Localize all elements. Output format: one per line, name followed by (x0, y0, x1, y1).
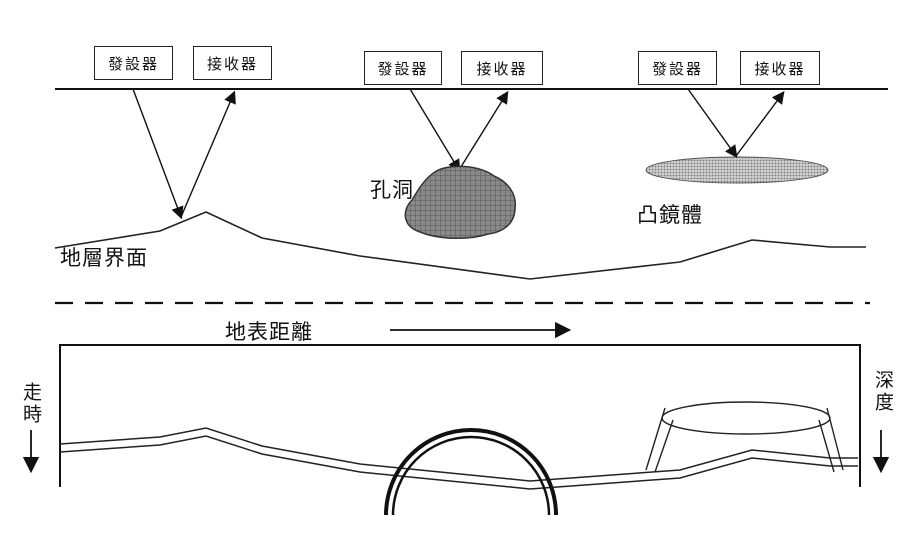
lens-body-shape (645, 156, 829, 184)
receiver-box-1: 接收器 (193, 46, 272, 80)
surface-distance-label: 地表距離 (225, 320, 313, 344)
cavity-diffraction-arcs (384, 428, 558, 516)
transmitter-box-1: 發設器 (94, 46, 173, 80)
ray-path-interface (132, 88, 236, 220)
cavity-shape (404, 165, 516, 240)
ray-path-cavity (409, 88, 509, 173)
transmitter-box-3: 發設器 (638, 51, 717, 85)
receiver-box-2: 接收器 (461, 51, 543, 85)
receiver-box-3: 接收器 (740, 51, 820, 85)
section-frame (59, 344, 861, 487)
section-interface-lines (59, 427, 858, 490)
depth-label: 深度 (872, 370, 894, 414)
transmitter-box-2: 發設器 (364, 51, 442, 85)
ray-path-lens (687, 88, 785, 159)
lens-body-label: 凸鏡體 (637, 203, 703, 227)
interface-label: 地層界面 (60, 246, 148, 270)
lens-response-curves (645, 401, 844, 473)
interface-line (54, 211, 866, 280)
travel-time-label: 走時 (20, 382, 42, 426)
cavity-label: 孔洞 (370, 178, 414, 202)
